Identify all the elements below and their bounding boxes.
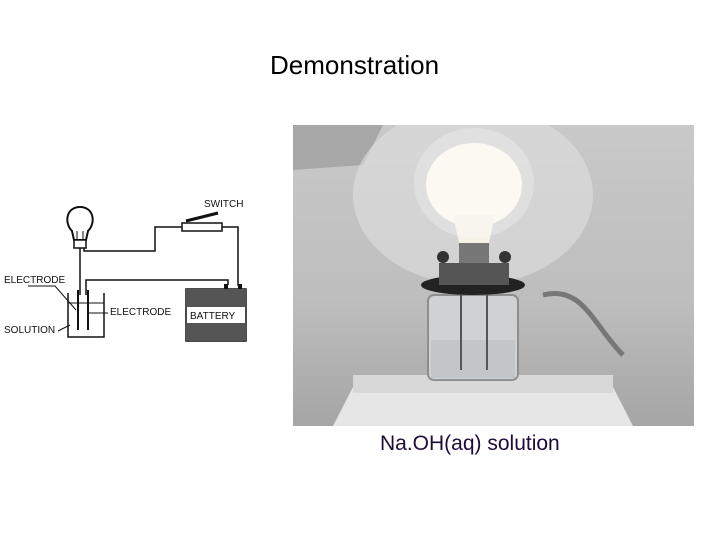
battery-label: BATTERY bbox=[190, 311, 236, 322]
photo-caption: Na.OH(aq) solution bbox=[380, 432, 560, 455]
circuit-wires bbox=[79, 226, 240, 295]
demonstration-photo bbox=[293, 125, 694, 426]
electrode-right-label: ELECTRODE bbox=[110, 307, 171, 318]
light-bulb-icon bbox=[66, 205, 94, 249]
switch-icon bbox=[181, 211, 223, 232]
solution-label: SOLUTION bbox=[4, 325, 55, 336]
slide-title: Demonstration bbox=[270, 50, 440, 80]
switch-label: SWITCH bbox=[204, 199, 243, 210]
electrode-left-label: ELECTRODE bbox=[4, 275, 65, 286]
battery-icon bbox=[185, 284, 247, 342]
circuit-diagram: SWITCH BATTERY ELECTRODE ELECTRODE SOLUT… bbox=[4, 199, 247, 342]
beaker-icon bbox=[67, 290, 105, 338]
photo-scene bbox=[293, 125, 633, 426]
label-pointers bbox=[28, 285, 108, 332]
